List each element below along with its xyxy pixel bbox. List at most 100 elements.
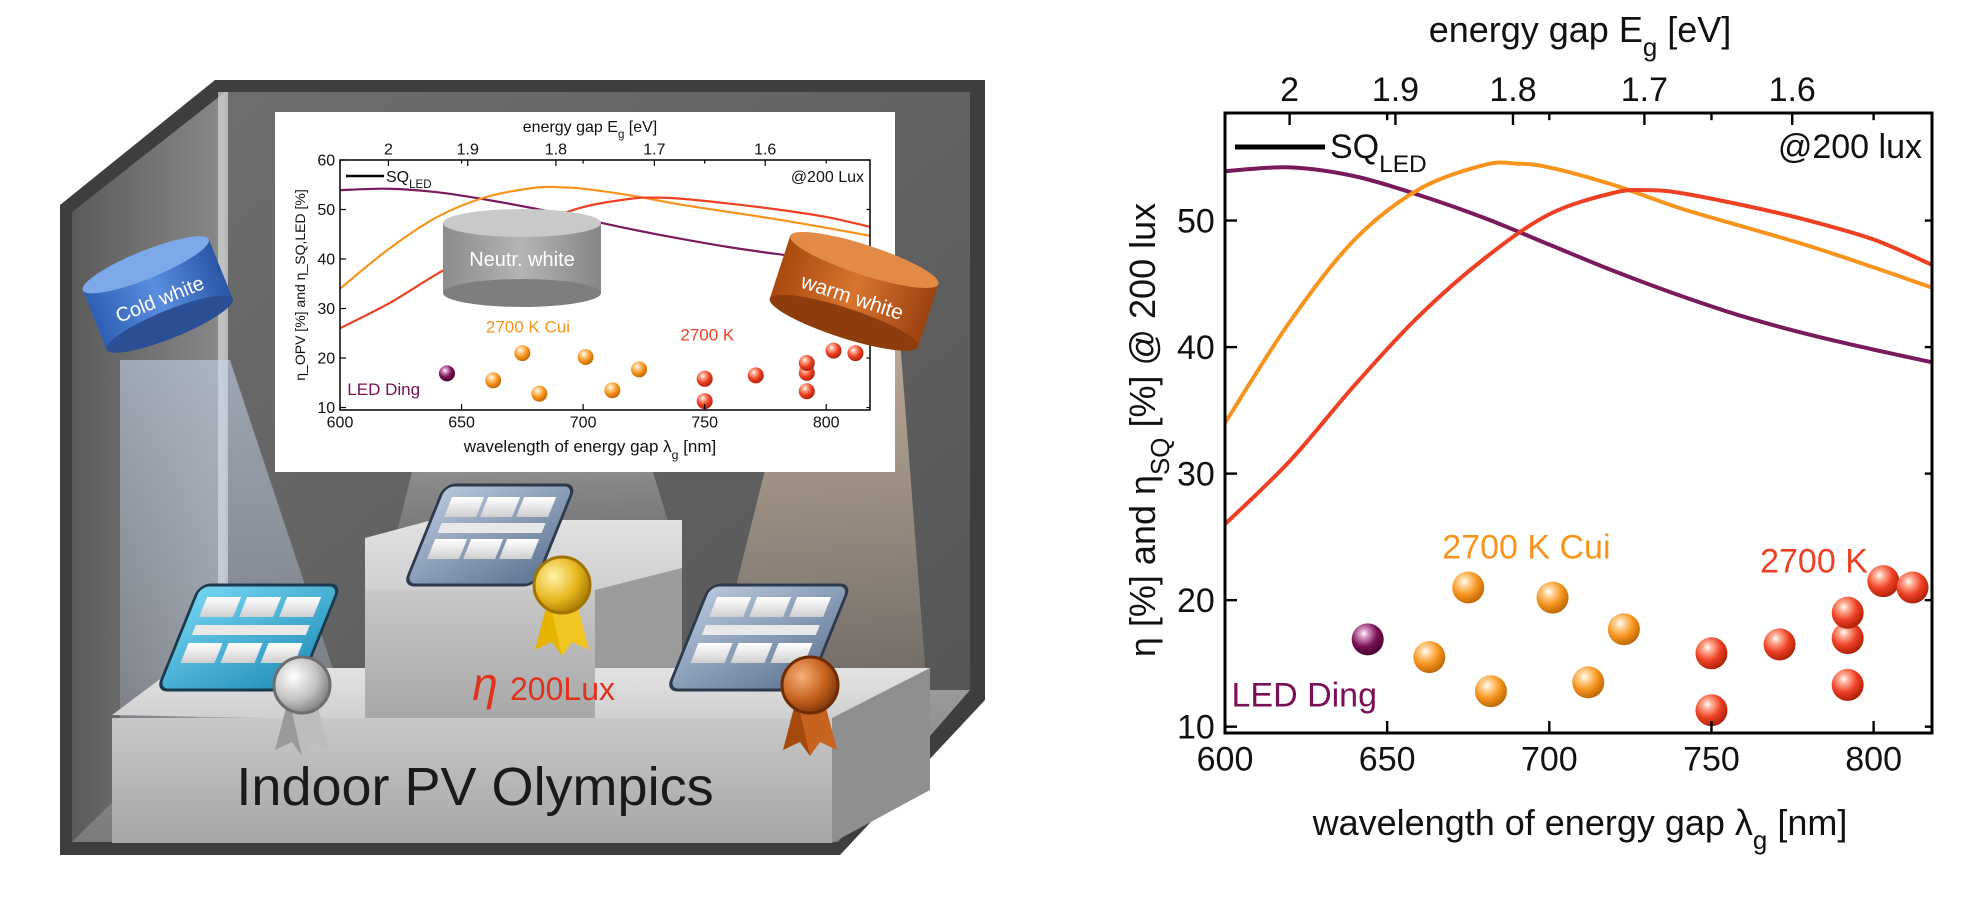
- data-point-1-2: [747, 367, 764, 384]
- top-tick-label-1: 1.9: [457, 141, 479, 158]
- eta-subscript: 200Lux: [510, 671, 615, 707]
- data-point-0-4: [1572, 666, 1605, 699]
- illustration-title: Indoor PV Olympics: [236, 757, 713, 817]
- y-tick-label-1: 50: [317, 202, 335, 219]
- inset-legend-label-main: SQ: [386, 169, 409, 186]
- top-axis-label-unit: [eV]: [1657, 9, 1731, 50]
- y-tick-label-3: 30: [317, 301, 335, 318]
- data-point-1-1: [696, 393, 713, 410]
- data-point-1-5: [798, 354, 815, 371]
- y-axis-label-main: η [%] and η: [1122, 475, 1163, 657]
- x-tick-label-0: 600: [1197, 740, 1254, 778]
- series-label-cui: 2700 K Cui: [1442, 528, 1610, 566]
- inset-top-axis-label-main: energy gap E: [523, 119, 618, 136]
- data-point-0-4: [604, 382, 621, 399]
- data-point-0-3: [577, 349, 594, 366]
- inset-legend-label: SQLED: [386, 169, 432, 191]
- data-point-1-6: [1867, 565, 1900, 598]
- inset-label-2700k: 2700 K: [680, 326, 735, 345]
- x-tick-label-3: 750: [1683, 740, 1740, 778]
- data-point-0-1: [1452, 571, 1485, 604]
- x-tick-label-1: 650: [448, 415, 475, 432]
- condition-label: @200 lux: [1778, 128, 1922, 166]
- plot-frame: [1223, 111, 1934, 735]
- inset-x-axis-label-sub: g: [672, 448, 679, 462]
- legend-label-main: SQ: [1330, 128, 1379, 166]
- neutral-white-lamp: Neutr. white: [443, 209, 601, 307]
- x-axis-label-unit: [nm]: [1767, 802, 1847, 843]
- silver-medal: [272, 655, 332, 756]
- data-point-0-1: [514, 345, 531, 362]
- cold-white-lamp: Cold white: [82, 236, 234, 353]
- x-axis-label-main: wavelength of energy gap λ: [1312, 802, 1753, 843]
- sq-curves: [340, 185, 870, 330]
- neutral-lamp-label: Neutr. white: [469, 249, 575, 271]
- inset-top-axis-label-sub: g: [618, 129, 624, 141]
- y-tick-label-0: 60: [317, 153, 335, 170]
- y-tick-label-0: 10: [1177, 709, 1215, 747]
- data-point-1-1: [1695, 694, 1728, 727]
- data-point-1-0: [1695, 637, 1728, 670]
- x-tick-label-3: 750: [691, 415, 718, 432]
- data-point-1-0: [696, 370, 713, 387]
- x-tick-label-4: 800: [813, 415, 840, 432]
- inset-legend-label-sub: LED: [409, 179, 431, 191]
- eta-symbol: η: [472, 658, 498, 710]
- series-label-2700k: 2700 K: [1760, 542, 1868, 580]
- solar-panel-right: [669, 583, 849, 692]
- data-point-1-6: [825, 342, 842, 359]
- x-axis-label-sub: g: [1753, 827, 1767, 855]
- y-axis-label-sub: SQ: [1147, 438, 1175, 475]
- solar-panel-center: [406, 483, 574, 587]
- data-point-0-3: [1536, 581, 1569, 614]
- y-tick-label-3: 40: [1177, 329, 1215, 367]
- inset-x-axis-label-main: wavelength of energy gap λ: [463, 437, 672, 456]
- inset-top-axis-label: energy gap Eg [eV]: [523, 119, 658, 141]
- inset-top-axis-label-unit: [eV]: [624, 119, 657, 136]
- data-point-0-5: [631, 361, 648, 378]
- y-axis-label-unit: [%] @ 200 lux: [1122, 203, 1163, 438]
- top-axis-label-main: energy gap E: [1429, 9, 1643, 50]
- y-axis-label: η [%] and ηSQ [%] @ 200 lux: [1122, 203, 1175, 657]
- inset-y-axis-label: η_OPV [%] and η_SQ,LED [%]: [292, 189, 308, 380]
- data-point-0-2: [531, 385, 548, 402]
- x-tick-label-2: 700: [570, 415, 597, 432]
- data-point-1-3: [1831, 668, 1864, 701]
- x-tick-label-0: 600: [327, 415, 354, 432]
- series-label-ding: LED Ding: [1231, 676, 1377, 714]
- top-axis-label: energy gap Eg [eV]: [1429, 9, 1732, 62]
- x-tick-label-1: 650: [1359, 740, 1416, 778]
- sq-curve-2: [1225, 187, 1932, 526]
- warm-white-lamp: warm white: [769, 231, 939, 351]
- top-tick-label-0: 2: [384, 141, 393, 158]
- data-point-0-2: [1474, 675, 1507, 708]
- y-tick-label-1: 20: [1177, 582, 1215, 620]
- sq-curves: [1225, 160, 1932, 526]
- sq-curve-1: [340, 185, 870, 290]
- data-point-1-7: [1896, 571, 1929, 604]
- inset-label-ding: LED Ding: [347, 380, 420, 399]
- x-tick-label-2: 700: [1521, 740, 1578, 778]
- data-point-0-0: [485, 372, 502, 389]
- y-tick-label-5: 10: [317, 400, 335, 417]
- data-point-1-2: [1763, 628, 1796, 661]
- inset-label-cui: 2700 K Cui: [486, 317, 570, 336]
- top-tick-label-4: 1.6: [754, 141, 776, 158]
- data-point-1-4: [1831, 622, 1864, 655]
- top-tick-label-2: 1.8: [545, 141, 567, 158]
- top-tick-label-0: 2: [1280, 71, 1299, 109]
- gold-medal: [532, 555, 592, 656]
- inset-condition: @200 Lux: [791, 169, 864, 186]
- x-axis-label: wavelength of energy gap λg [nm]: [1312, 802, 1848, 855]
- top-tick-label-1: 1.9: [1372, 71, 1419, 109]
- legend-label: SQLED: [1330, 128, 1427, 178]
- y-tick-label-2: 30: [1177, 456, 1215, 494]
- data-point-1-7: [847, 345, 864, 362]
- inset-x-axis-label: wavelength of energy gap λg [nm]: [463, 437, 717, 462]
- sq-curve-0: [340, 187, 870, 267]
- inset-x-axis-label-unit: [nm]: [678, 437, 716, 456]
